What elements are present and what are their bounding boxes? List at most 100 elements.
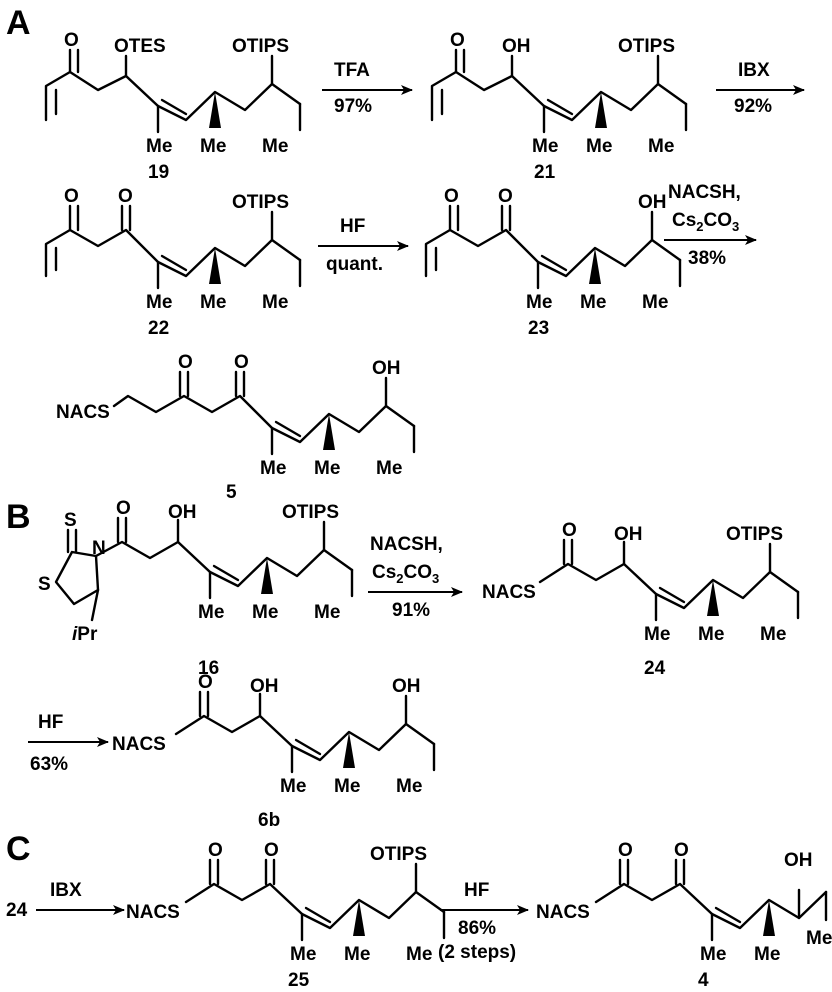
- structure-6b: [174, 690, 436, 774]
- oxygen-label: O: [116, 498, 131, 519]
- yield-ibx: 92%: [734, 96, 772, 117]
- methyl-label: Me: [642, 292, 668, 313]
- compound-number-4: 4: [698, 970, 709, 991]
- oxygen-label: O: [208, 840, 223, 861]
- structure-16: [54, 516, 354, 622]
- methyl-label: Me: [700, 944, 726, 965]
- nacs-label: NACS: [56, 402, 110, 423]
- oxygen-label: O: [498, 186, 513, 207]
- oxygen-label: O: [444, 186, 459, 207]
- compound-number-16: 16: [198, 658, 219, 679]
- yield-86: 86%: [458, 918, 496, 939]
- oxygen-label: O: [450, 30, 465, 51]
- compound-number-24: 24: [644, 658, 666, 679]
- panel-label-c: C: [6, 830, 31, 868]
- panel-label-b: B: [6, 498, 31, 536]
- reagent-tfa: TFA: [334, 60, 370, 81]
- oxygen-label: O: [234, 352, 249, 373]
- reagent-cesium-carbonate: Cs2CO3: [372, 562, 439, 586]
- methyl-label: Me: [262, 292, 288, 313]
- compound-number-19: 19: [148, 162, 169, 183]
- reagent-hf: HF: [340, 216, 365, 237]
- nacs-label: NACS: [126, 902, 180, 923]
- yield-63: 63%: [30, 754, 68, 775]
- oxygen-label: O: [64, 186, 79, 207]
- nitrogen-label: N: [92, 538, 106, 559]
- otips-label: OTIPS: [726, 524, 783, 545]
- structure-4: [594, 858, 828, 942]
- hydroxyl-label: OH: [784, 850, 813, 871]
- methyl-label: Me: [200, 136, 226, 157]
- methyl-label: Me: [280, 776, 306, 797]
- methyl-label: Me: [376, 458, 402, 479]
- methyl-label: Me: [200, 292, 226, 313]
- yield-91: 91%: [392, 600, 430, 621]
- methyl-label: Me: [586, 136, 612, 157]
- isopropyl-label: iPr: [72, 624, 98, 645]
- methyl-label: Me: [526, 292, 552, 313]
- hydroxyl-label: OH: [250, 676, 279, 697]
- methyl-label: Me: [334, 776, 360, 797]
- oxygen-label: O: [562, 520, 577, 541]
- methyl-label: Me: [580, 292, 606, 313]
- reagent-ibx: IBX: [50, 880, 82, 901]
- structure-22: [44, 204, 302, 290]
- compound-number-24-start: 24: [6, 900, 28, 921]
- yield-38: 38%: [688, 248, 726, 269]
- yield-tfa: 97%: [334, 96, 372, 117]
- reagent-hf: HF: [464, 880, 489, 901]
- methyl-label: Me: [290, 944, 316, 965]
- methyl-label: Me: [648, 136, 674, 157]
- hydroxyl-label: OH: [392, 676, 421, 697]
- methyl-label: Me: [760, 624, 786, 645]
- structure-25: [184, 858, 446, 942]
- hydroxyl-label: OH: [372, 358, 401, 379]
- oxygen-label: O: [264, 840, 279, 861]
- methyl-label: Me: [406, 944, 432, 965]
- oxygen-label: O: [64, 30, 79, 51]
- reagent-nacsh: NACSH,: [370, 534, 443, 555]
- methyl-label: Me: [754, 944, 780, 965]
- compound-number-5: 5: [226, 482, 237, 503]
- compound-number-22: 22: [148, 318, 169, 339]
- structure-21: [430, 48, 688, 134]
- methyl-label: Me: [396, 776, 422, 797]
- methyl-label: Me: [532, 136, 558, 157]
- compound-number-23: 23: [528, 318, 549, 339]
- yield-quant: quant.: [326, 254, 383, 275]
- methyl-label: Me: [260, 458, 286, 479]
- step-count-note: (2 steps): [438, 942, 516, 963]
- oxygen-label: O: [118, 186, 133, 207]
- methyl-label: Me: [198, 602, 224, 623]
- otips-label: OTIPS: [232, 36, 289, 57]
- methyl-label: Me: [314, 602, 340, 623]
- methyl-label: Me: [644, 624, 670, 645]
- methyl-label: Me: [146, 136, 172, 157]
- sulfur-label: S: [64, 510, 77, 531]
- oxygen-label: O: [198, 672, 213, 693]
- methyl-label: Me: [252, 602, 278, 623]
- otips-label: OTIPS: [282, 502, 339, 523]
- hydroxyl-label: OH: [168, 502, 197, 523]
- reagent-cesium-carbonate: Cs2CO3: [672, 210, 739, 234]
- oxygen-label: O: [618, 840, 633, 861]
- hydroxyl-label: OH: [638, 192, 667, 213]
- compound-number-6b: 6b: [258, 810, 280, 831]
- compound-number-21: 21: [534, 162, 556, 183]
- structure-5: [112, 370, 416, 456]
- otips-label: OTIPS: [370, 844, 427, 865]
- panel-label-a: A: [6, 4, 31, 42]
- reagent-hf: HF: [38, 712, 63, 733]
- hydroxyl-label: OH: [614, 524, 643, 545]
- methyl-label: Me: [698, 624, 724, 645]
- reagent-ibx: IBX: [738, 60, 770, 81]
- oxygen-label: O: [674, 840, 689, 861]
- hydroxyl-label: OH: [502, 36, 531, 57]
- sulfur-label: S: [38, 574, 51, 595]
- otes-label: OTES: [114, 36, 166, 57]
- structure-24: [538, 538, 800, 622]
- methyl-label: Me: [146, 292, 172, 313]
- nacs-label: NACS: [112, 734, 166, 755]
- methyl-label: Me: [262, 136, 288, 157]
- otips-label: OTIPS: [618, 36, 675, 57]
